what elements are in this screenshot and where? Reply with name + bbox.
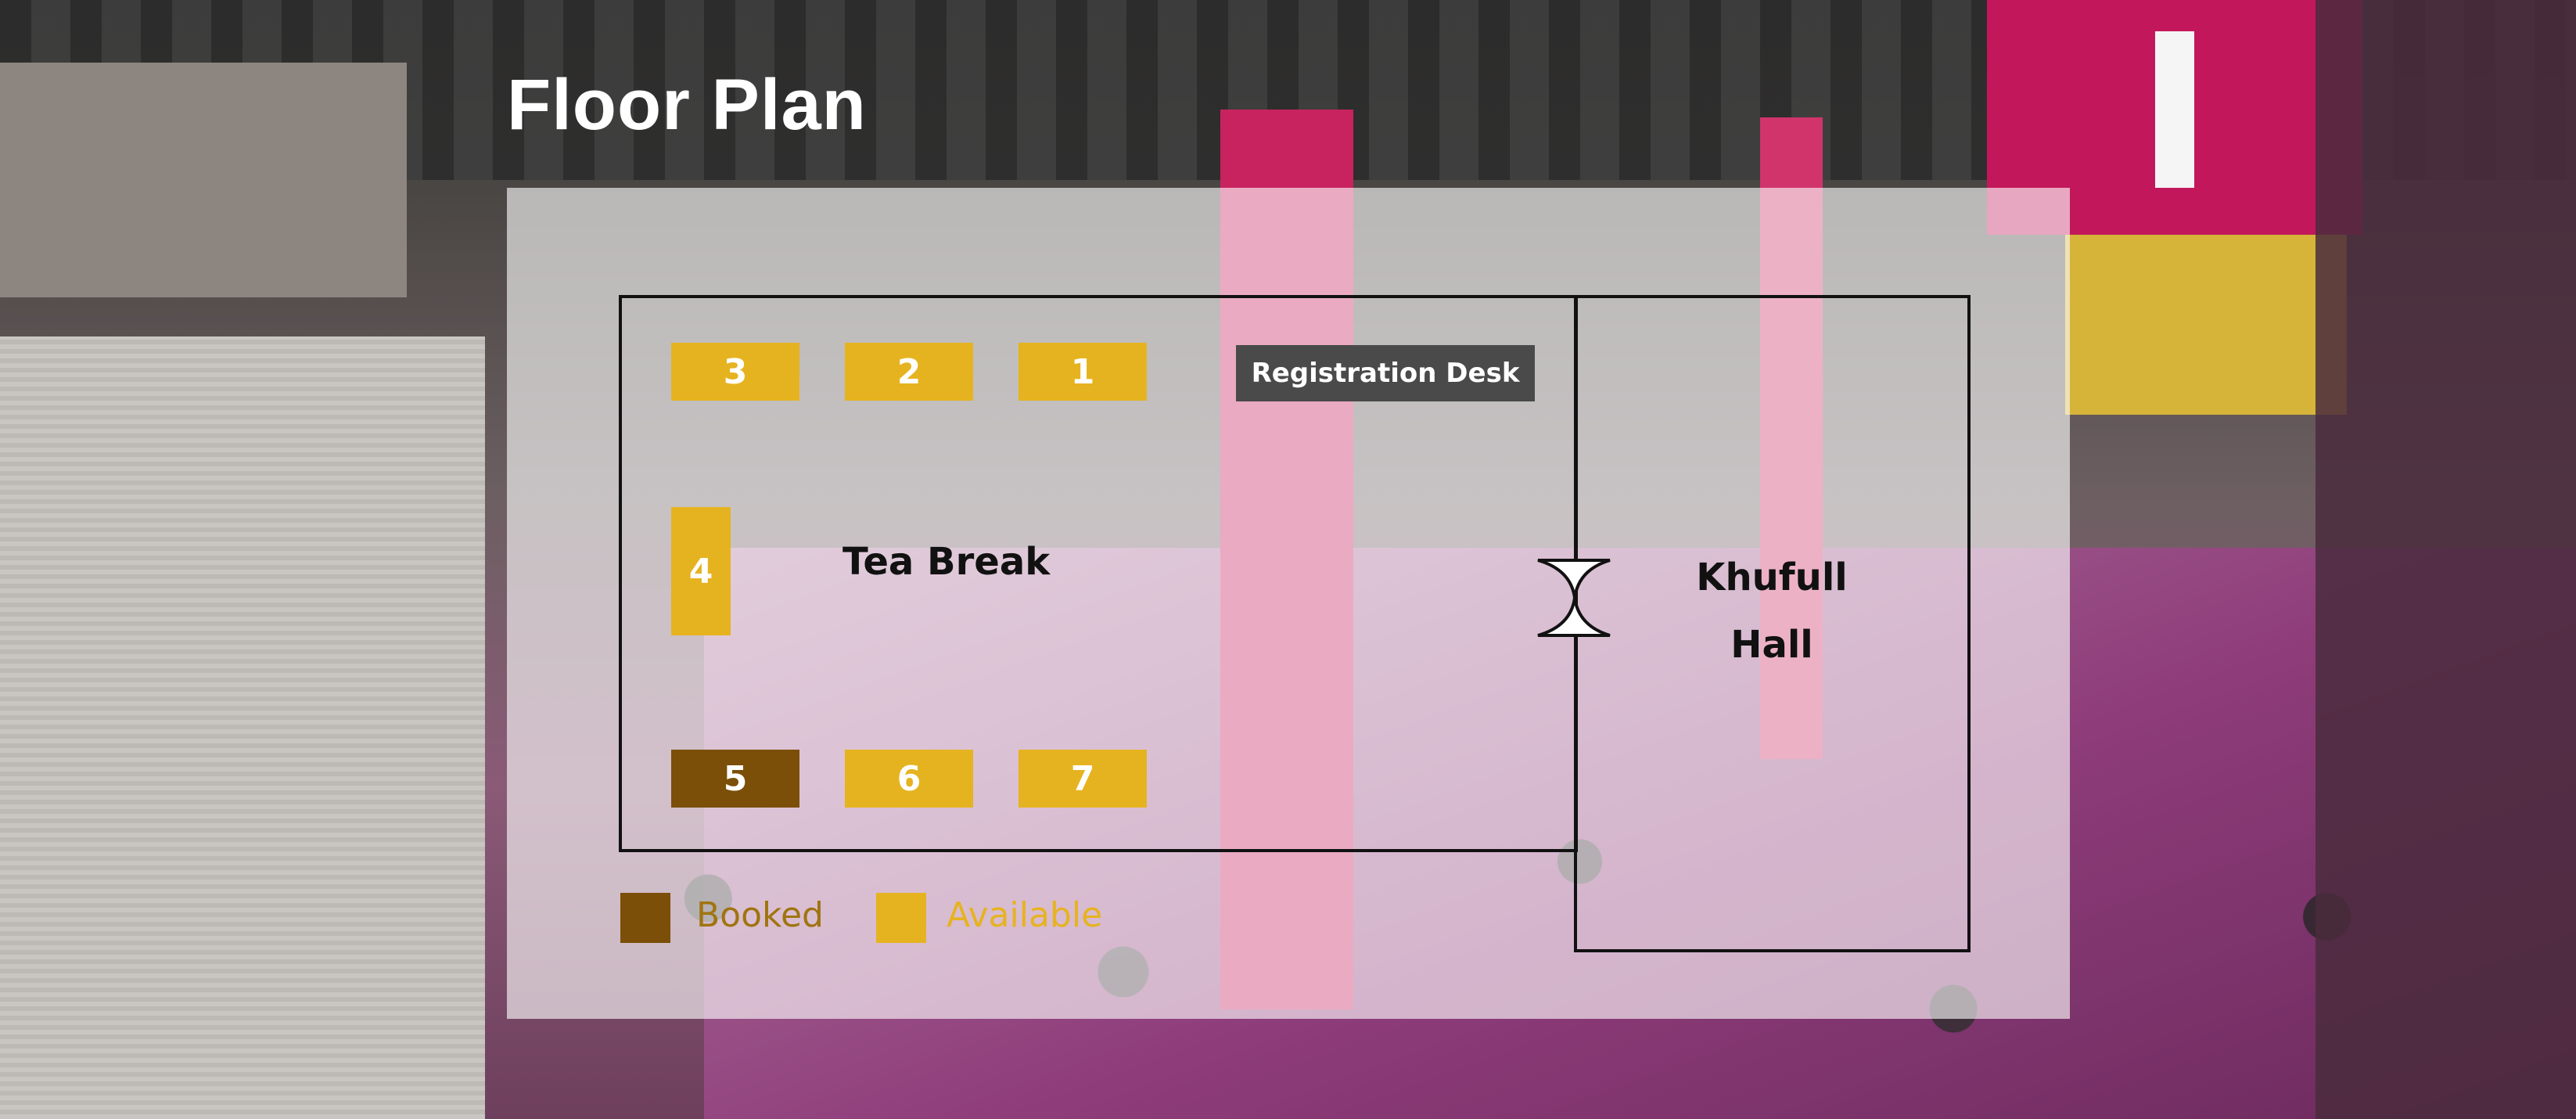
registration-desk: Registration Desk	[1236, 345, 1535, 401]
booth-6[interactable]: 6	[845, 750, 973, 808]
tea-break-label: Tea Break	[842, 540, 1051, 584]
booth-4[interactable]: 4	[671, 507, 731, 635]
hall-label-line2: Hall	[1730, 623, 1813, 667]
legend-booked-swatch	[620, 893, 670, 943]
background-booth	[0, 63, 407, 297]
booth-1[interactable]: 1	[1019, 343, 1147, 401]
floor-plan-panel	[507, 188, 2070, 1019]
hall-label: Khufull Hall	[1674, 544, 1870, 678]
hall-label-line1: Khufull	[1696, 556, 1848, 599]
legend-booked-label: Booked	[696, 895, 824, 935]
background-stage	[2065, 235, 2347, 415]
booth-7[interactable]: 7	[1019, 750, 1147, 808]
page-title: Floor Plan	[507, 65, 867, 145]
legend-available-label: Available	[947, 895, 1103, 935]
booth-5[interactable]: 5	[671, 750, 799, 808]
background-right-wall	[2316, 0, 2576, 1119]
booth-2[interactable]: 2	[845, 343, 973, 401]
legend-available-swatch	[876, 893, 926, 943]
background-wall	[0, 336, 485, 1119]
door-icon	[1537, 559, 1611, 637]
booth-3[interactable]: 3	[671, 343, 799, 401]
